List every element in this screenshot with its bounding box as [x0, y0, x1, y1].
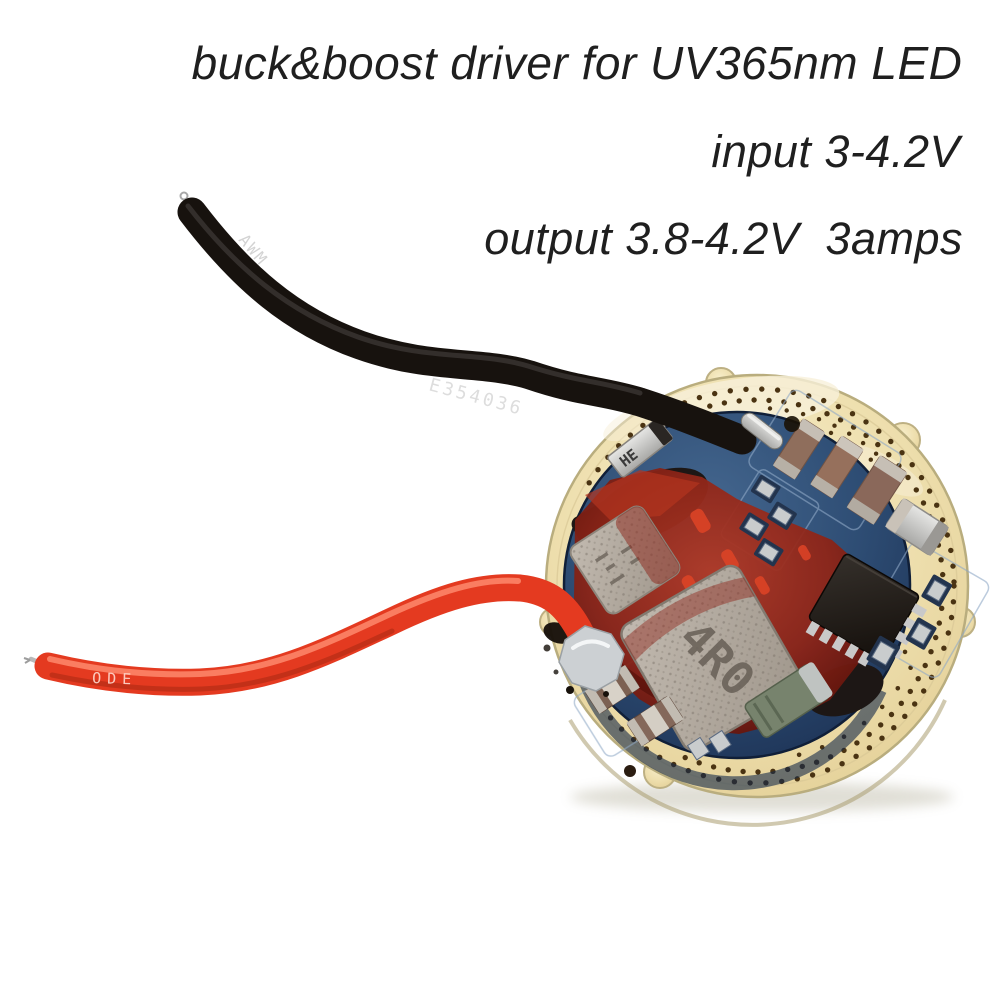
caption-line-3: output 3.8-4.2V 3amps [484, 213, 963, 264]
red-wire-print: ODE [92, 669, 138, 689]
red-wire: ODE [23, 574, 625, 697]
silver-diode-component: HE [607, 418, 673, 478]
smd-pads [739, 474, 797, 567]
bottom-components [584, 662, 833, 761]
caption-line-1: buck&boost driver for UV365nm LED [191, 37, 963, 89]
small-inductor-marking [594, 544, 641, 586]
via-hole-pattern [573, 386, 957, 786]
caption-line-2: input 3-4.2V [711, 126, 960, 177]
small-inductor [569, 505, 681, 615]
black-wire-solder-joint [740, 412, 784, 450]
brown-capacitor-bank [772, 418, 908, 525]
right-passives [866, 574, 953, 671]
silver-capacitor [885, 498, 949, 556]
green-component [744, 662, 833, 738]
red-wire-solder-joint [553, 625, 625, 697]
